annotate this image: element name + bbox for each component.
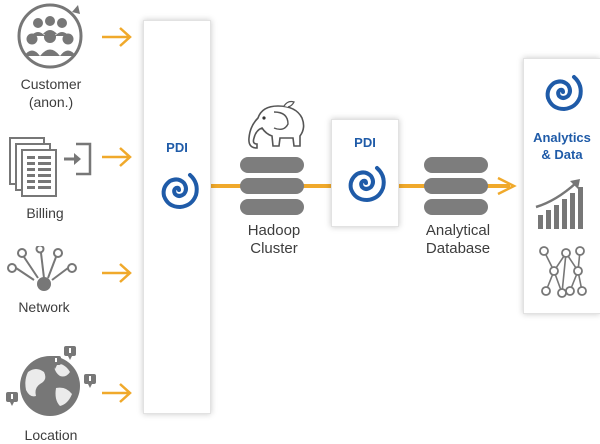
arrow-billing bbox=[100, 146, 134, 168]
arrow-customer bbox=[100, 26, 134, 48]
globe-location-icon bbox=[4, 342, 100, 422]
billing-documents-icon bbox=[8, 130, 98, 200]
hadoop-label: Hadoop Cluster bbox=[247, 222, 301, 257]
arrow-location bbox=[100, 382, 134, 404]
bar-chart-growth-icon bbox=[534, 177, 590, 233]
pdi-main-title: PDI bbox=[166, 140, 188, 155]
arrow-network bbox=[100, 262, 134, 284]
database-servers-icon bbox=[424, 157, 488, 217]
location-label: Location bbox=[24, 427, 78, 443]
pdi-spiral-icon bbox=[152, 165, 204, 217]
arrow-to-analytics bbox=[494, 176, 520, 196]
customer-group-icon bbox=[14, 2, 88, 70]
analytics-panel: Analytics & Data bbox=[523, 58, 600, 314]
hadoop-server-stack-icon bbox=[240, 157, 304, 217]
pdi-spiral-icon bbox=[339, 158, 391, 210]
pdi-spiral-icon bbox=[536, 67, 588, 119]
pdi-main-box: PDI bbox=[143, 20, 211, 414]
network-icon bbox=[6, 246, 88, 294]
customer-label: Customer (anon.) bbox=[20, 76, 82, 110]
billing-label: Billing bbox=[26, 205, 64, 221]
analytics-title: Analytics & Data bbox=[533, 130, 591, 162]
pdi-second-box: PDI bbox=[331, 119, 399, 227]
network-label: Network bbox=[18, 299, 70, 315]
analytical-db-label: Analytical Database bbox=[425, 222, 491, 257]
network-graph-icon bbox=[536, 243, 588, 301]
hadoop-elephant-icon bbox=[244, 98, 314, 154]
pdi-second-title: PDI bbox=[354, 135, 376, 150]
